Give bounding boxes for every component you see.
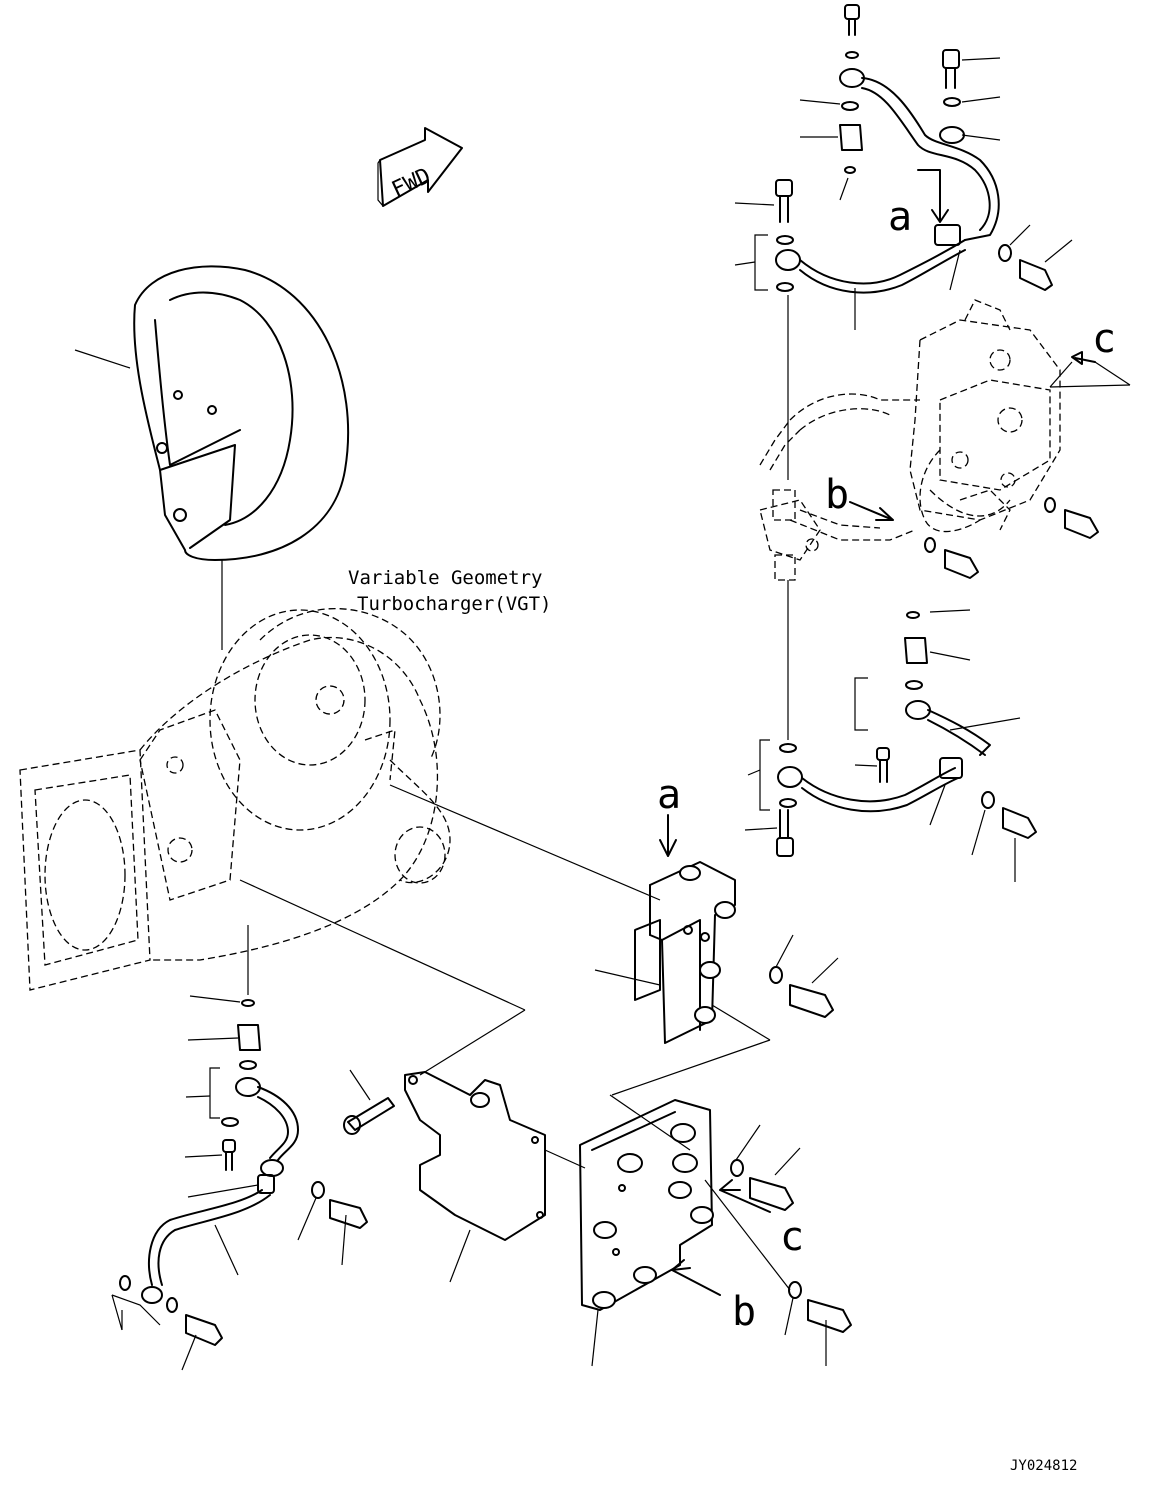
vgt-label-line2: Turbocharger(VGT) [357,593,551,615]
bracket-a: a [594,772,839,1044]
turbocharger-body [19,607,451,991]
fwd-label: FWD [388,163,435,202]
view-a-label-mid: a [657,772,681,818]
protector-plate [404,1071,586,1283]
lower-left-pipe-assembly [111,995,368,1371]
vgt-label-line1: Variable Geometry [348,567,542,589]
drawing-number: JY024812 [1010,1458,1077,1474]
upper-pipe-assembly: a [734,4,1073,330]
view-b-label-top: b [825,472,849,518]
view-c-label-top: c [1092,316,1116,362]
fwd-arrow: FWD [377,127,463,207]
bracket-plate-bc [579,1094,791,1367]
lower-right-pipe-assembly [744,609,1037,882]
view-b-label-bottom: b [732,1289,756,1335]
turbo-heat-shield [74,265,350,561]
view-a-label-top: a [888,194,912,240]
egr-actuator-dashed [759,299,1061,581]
view-c-label-bottom: c [780,1214,804,1260]
